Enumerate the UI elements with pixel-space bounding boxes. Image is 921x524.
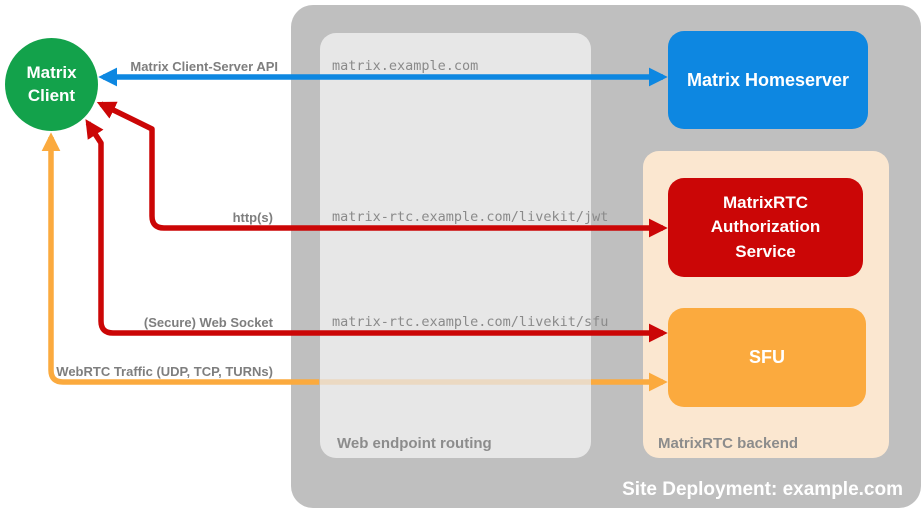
homeserver-endpoint-url: matrix.example.com [332,58,479,74]
matrix-client-label: Matrix Client [26,63,77,105]
authorization-service-node: MatrixRTC Authorization Service [668,178,863,277]
webrtc-traffic-protocol-label: WebRTC Traffic (UDP, TCP, TURNs) [56,364,273,379]
authorization-service-label: MatrixRTC Authorization Service [710,192,821,261]
client-server-api-protocol-label: Matrix Client-Server API [130,59,278,74]
sfu-node: SFU [668,308,866,407]
websocket-protocol-label: (Secure) Web Socket [143,315,273,330]
matrixrtc-backend-label: MatrixRTC backend [658,435,799,452]
site-deployment-label: Site Deployment: example.com [622,479,903,500]
web-endpoint-routing-container [320,33,591,458]
webrtc-traffic-arrow-left [41,132,319,385]
sfu-endpoint-url: matrix-rtc.example.com/livekit/sfu [332,314,609,330]
web-endpoint-routing-label: Web endpoint routing [337,435,492,452]
matrix-homeserver-label: Matrix Homeserver [686,69,850,90]
jwt-endpoint-url: matrix-rtc.example.com/livekit/jwt [332,209,609,225]
matrix-client-node: Matrix Client [5,38,98,131]
sfu-label: SFU [749,347,785,367]
http-jwt-protocol-label: http(s) [232,210,273,225]
matrix-homeserver-node: Matrix Homeserver [668,31,868,129]
